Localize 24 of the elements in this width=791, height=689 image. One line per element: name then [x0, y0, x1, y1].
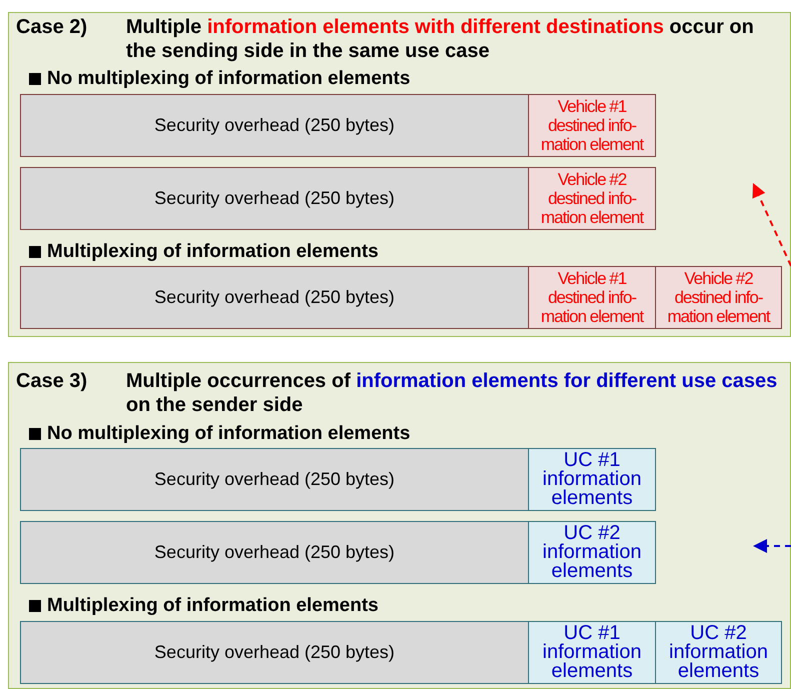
case-heading: Multiple occurrences of information elements for different use cases on the sender side	[126, 369, 778, 417]
security-overhead-field: Security overhead (250 bytes)	[20, 266, 529, 329]
case-label: Case 2)	[16, 15, 88, 39]
information-element-field: Vehicle #1 destined info-mation element	[528, 94, 656, 157]
information-element-field: UC #2 information elements	[528, 521, 656, 584]
case-label: Case 3)	[16, 369, 88, 393]
security-overhead-field: Security overhead (250 bytes)	[20, 167, 529, 230]
case-heading: Multiple information elements with different destinations occur on the sending side in the same use case	[126, 15, 755, 63]
information-element-field: UC #1 information elements	[528, 621, 656, 684]
information-element-field: Vehicle #2 destined info-mation element	[655, 266, 782, 329]
case-panel	[8, 12, 791, 337]
information-element-field: Vehicle #1 destined info-mation element	[528, 266, 656, 329]
security-overhead-field: Security overhead (250 bytes)	[20, 621, 529, 684]
section-heading: No multiplexing of information elements	[47, 423, 410, 445]
information-element-field: UC #2 information elements	[655, 621, 782, 684]
security-overhead-field: Security overhead (250 bytes)	[20, 521, 529, 584]
security-overhead-field: Security overhead (250 bytes)	[20, 448, 529, 511]
section-heading: No multiplexing of information elements	[47, 68, 410, 90]
section-heading: Multiplexing of information elements	[47, 595, 378, 617]
security-overhead-field: Security overhead (250 bytes)	[20, 94, 529, 157]
case-panel	[8, 362, 791, 689]
information-element-field: UC #1 information elements	[528, 448, 656, 511]
section-heading: Multiplexing of information elements	[47, 241, 378, 263]
information-element-field: Vehicle #2 destined info-mation element	[528, 167, 656, 230]
